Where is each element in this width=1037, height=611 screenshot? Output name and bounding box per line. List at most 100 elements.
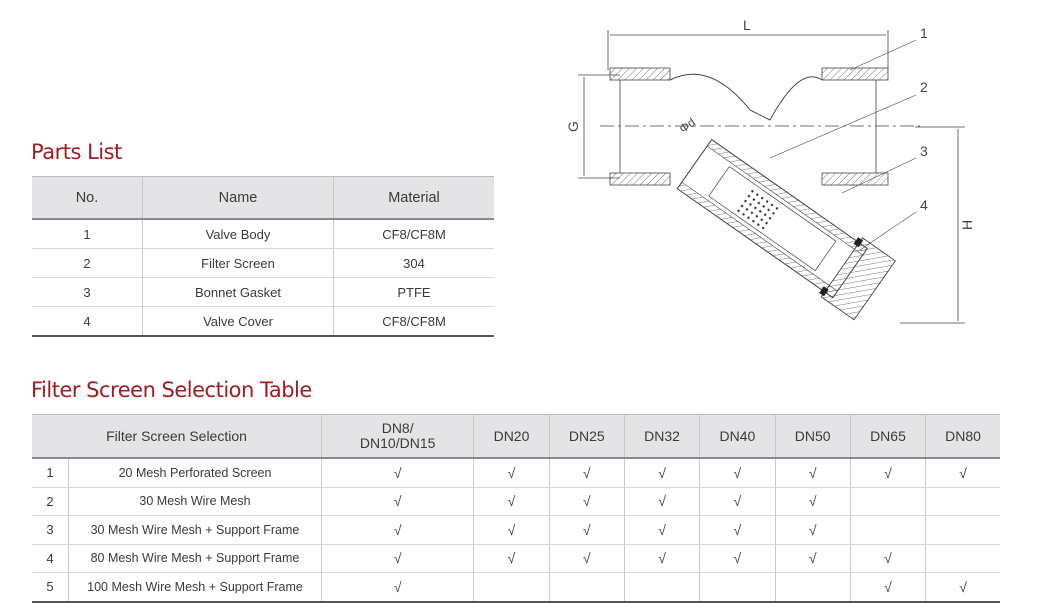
parts-header-name: Name	[142, 176, 334, 220]
callout-2-leader	[769, 94, 917, 159]
filter-cell-check	[473, 572, 550, 603]
filter-header-dn: DN25	[548, 414, 625, 459]
filter-cell-check: √	[473, 515, 550, 545]
filter-cell-check: √	[320, 487, 474, 516]
filter-cell-no: 2	[32, 487, 69, 516]
filter-cell-check: √	[774, 487, 851, 516]
parts-cell-material: PTFE	[333, 277, 494, 307]
filter-header-dn: DN32	[623, 414, 700, 459]
filter-cell-check: √	[548, 458, 625, 488]
parts-cell-material: CF8/CF8M	[333, 219, 494, 249]
filter-cell-check: √	[320, 458, 474, 488]
filter-cell-check	[548, 572, 625, 603]
strainer-leg-top-wall	[706, 139, 868, 256]
filter-cell-check: √	[623, 515, 700, 545]
filter-cell-no: 3	[32, 515, 69, 545]
filter-cell-check: √	[699, 487, 776, 516]
callout-4: 4	[920, 197, 928, 213]
dim-d-label: Φd	[677, 115, 698, 136]
filter-screen	[708, 166, 837, 272]
filter-cell-check	[699, 572, 776, 603]
parts-cell-name: Valve Body	[142, 219, 334, 249]
filter-cell-name: 30 Mesh Wire Mesh + Support Frame	[68, 515, 322, 545]
filter-table-title: Filter Screen Selection Table	[31, 378, 312, 402]
filter-cell-check: √	[548, 515, 625, 545]
right-port-bottom-wall	[821, 172, 889, 186]
filter-cell-check: √	[548, 544, 625, 573]
filter-cell-check: √	[320, 572, 474, 603]
filter-cell-check: √	[473, 458, 550, 488]
callout-3: 3	[920, 143, 928, 159]
filter-cell-check	[623, 572, 700, 603]
filter-cell-check: √	[699, 544, 776, 573]
callout-1-leader	[849, 39, 917, 71]
filter-cell-check: √	[849, 458, 926, 488]
y-strainer-section-drawing: L G H Φd 1 2 3 4	[565, 17, 975, 324]
bonnet-gasket-top	[853, 237, 864, 248]
filter-header-dn: DN8/DN10/DN15	[320, 414, 474, 459]
filter-header-dn: DN65	[849, 414, 926, 459]
filter-cell-check: √	[320, 515, 474, 545]
bonnet-gasket-bottom	[819, 286, 829, 297]
filter-cell-check: √	[849, 544, 926, 573]
filter-cell-check: √	[623, 458, 700, 488]
right-port-top-wall	[821, 67, 889, 81]
filter-cell-check: √	[623, 544, 700, 573]
dim-h-label: H	[959, 220, 975, 230]
body-dome-outline	[669, 73, 823, 121]
filter-cell-check	[925, 487, 1000, 516]
filter-cell-check	[925, 544, 1000, 573]
parts-cell-name: Bonnet Gasket	[142, 277, 334, 307]
parts-cell-material: CF8/CF8M	[333, 306, 494, 337]
parts-header-material: Material	[333, 176, 494, 220]
filter-cell-check	[849, 487, 926, 516]
filter-cell-check: √	[925, 572, 1000, 603]
parts-cell-no: 1	[32, 219, 143, 249]
parts-header-no: No.	[32, 176, 143, 220]
callout-2: 2	[920, 79, 928, 95]
filter-cell-check	[774, 572, 851, 603]
filter-cell-name: 100 Mesh Wire Mesh + Support Frame	[68, 572, 322, 603]
filter-cell-check	[849, 515, 926, 545]
filter-header-dn: DN20	[473, 414, 550, 459]
filter-header-dn: DN40	[699, 414, 776, 459]
filter-cell-check: √	[699, 458, 776, 488]
parts-header-row: No. Name Material	[32, 176, 494, 220]
filter-header-selection: Filter Screen Selection	[32, 414, 322, 459]
filter-cell-name: 30 Mesh Wire Mesh	[68, 487, 322, 516]
filter-cell-check: √	[774, 458, 851, 488]
parts-cell-no: 3	[32, 277, 143, 307]
filter-cell-check: √	[623, 487, 700, 516]
dim-g-label: G	[565, 121, 581, 132]
callout-1: 1	[920, 25, 928, 41]
filter-header-dn: DN80	[925, 414, 1000, 459]
filter-cell-check: √	[774, 515, 851, 545]
filter-cell-check: √	[548, 487, 625, 516]
filter-cell-check: √	[473, 487, 550, 516]
dim-l-label: L	[743, 17, 751, 33]
callout-3-leader	[841, 157, 917, 194]
filter-cell-name: 20 Mesh Perforated Screen	[68, 458, 322, 488]
parts-cell-no: 2	[32, 248, 143, 278]
filter-cell-check: √	[699, 515, 776, 545]
filter-cell-check: √	[849, 572, 926, 603]
filter-header-dn: DN50	[774, 414, 851, 459]
left-port-top-wall	[609, 67, 671, 81]
filter-cell-check	[925, 515, 1000, 545]
parts-list-title: Parts List	[31, 140, 122, 164]
filter-cell-check: √	[473, 544, 550, 573]
filter-cell-check: √	[774, 544, 851, 573]
filter-mesh	[734, 185, 781, 232]
filter-cell-name: 80 Mesh Wire Mesh + Support Frame	[68, 544, 322, 573]
